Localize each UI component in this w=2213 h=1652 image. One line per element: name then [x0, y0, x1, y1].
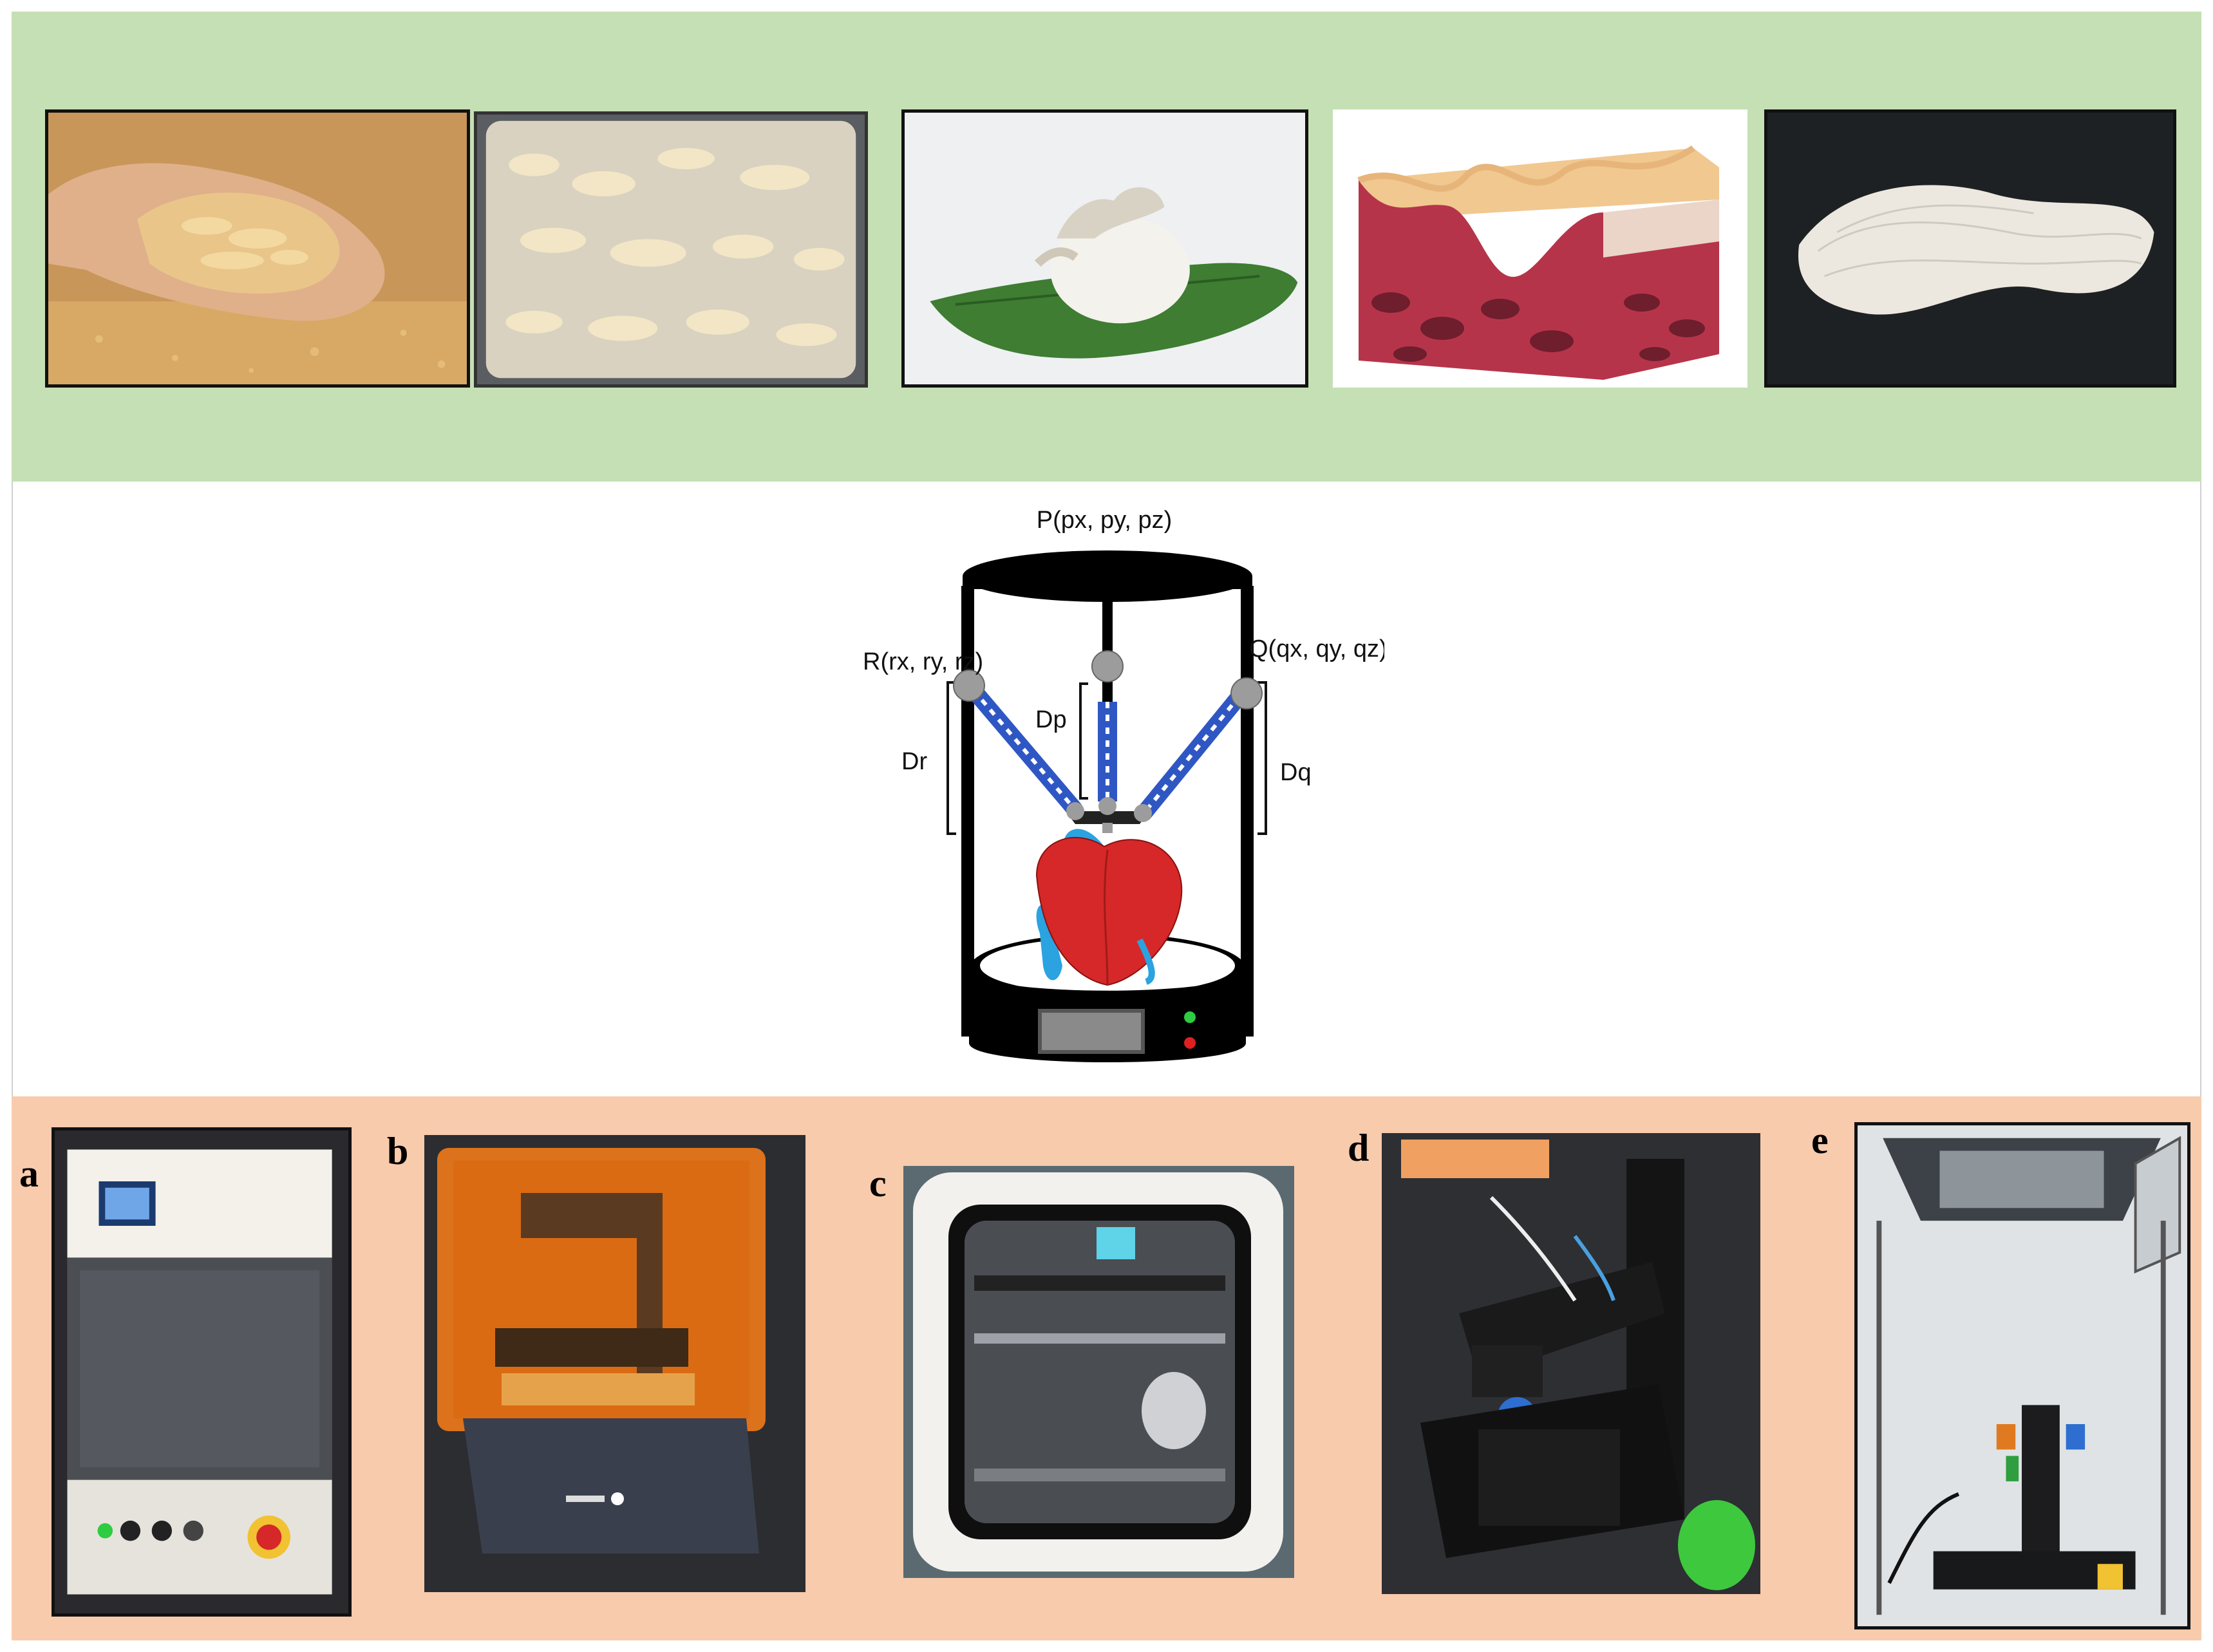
biomaterial-sources-band [12, 12, 2201, 482]
printer-a-photo [52, 1127, 352, 1617]
red-indicator-light [1184, 1037, 1196, 1049]
panel-label-e: e [1811, 1119, 1829, 1161]
printer-d-photo [1382, 1133, 1760, 1594]
sawdust-photo [45, 109, 470, 388]
flakes-tray-photo [474, 111, 868, 388]
joint-q [1230, 677, 1263, 709]
print-head-effector [1066, 797, 1152, 833]
point-r-label: R(rx, ry, rz) [863, 648, 983, 675]
panel-label-b: b [387, 1130, 409, 1172]
joint-p [1091, 650, 1124, 682]
dp-label: Dp [1035, 706, 1067, 733]
center-column [1102, 586, 1113, 702]
joint-r [953, 670, 985, 702]
skin-layers-illustration [1333, 109, 1747, 388]
heart-model [1035, 829, 1183, 986]
commercial-printers-band: a b [12, 1096, 2201, 1640]
dr-bracket [946, 681, 956, 835]
printer-c-photo [903, 1166, 1294, 1578]
point-q-label: Q(qx, qy, qz) [1249, 635, 1384, 662]
dq-bracket [1257, 681, 1267, 835]
dr-label: Dr [901, 748, 927, 775]
printer-b-photo [424, 1135, 805, 1592]
panel-label-a: a [19, 1152, 39, 1195]
printer-e-photo [1854, 1122, 2190, 1629]
delta-bioprinter-diagram: P(px, py, pz) Q(qx, qy, qz) R(rx, ry, rz… [863, 507, 1384, 1062]
printer-display [1038, 1009, 1145, 1054]
green-indicator-light [1184, 1011, 1196, 1023]
panel-label-d: d [1348, 1127, 1370, 1169]
silk-fibers-photo [1764, 109, 2176, 388]
left-arm [967, 684, 1082, 816]
dq-label: Dq [1280, 759, 1312, 786]
panel-label-c: c [869, 1162, 887, 1205]
silk-cocoon-photo [901, 109, 1308, 388]
right-arm [1136, 690, 1247, 820]
dp-bracket [1079, 682, 1088, 800]
point-p-label: P(px, py, pz) [1037, 507, 1172, 534]
